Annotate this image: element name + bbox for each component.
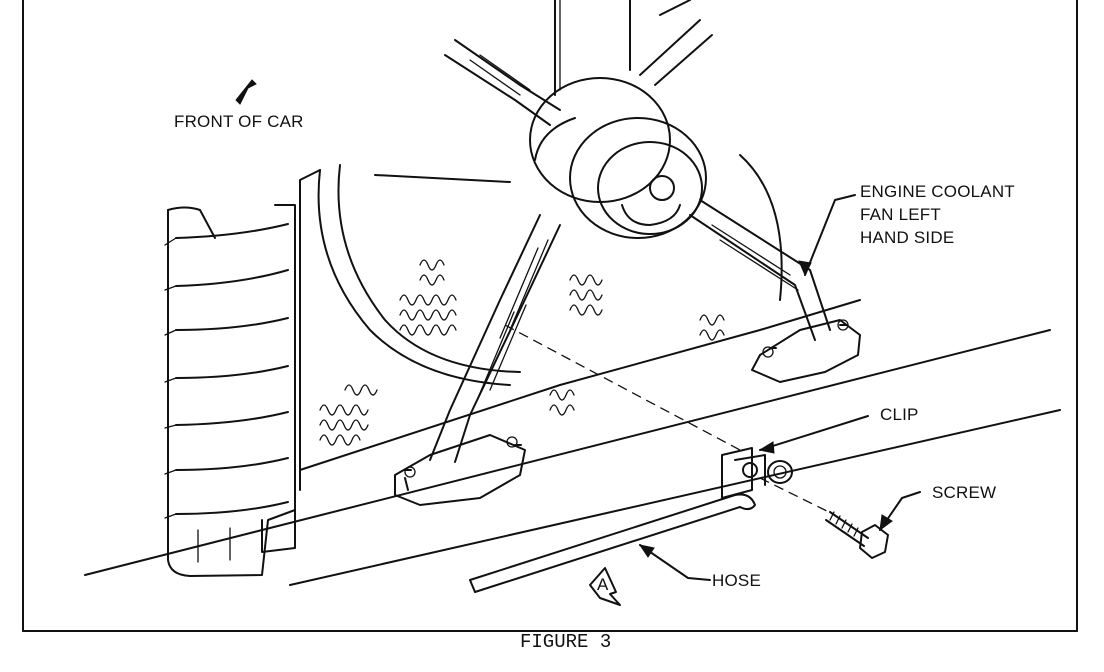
- alignment-lines: [504, 324, 836, 516]
- floor-lines: [84, 329, 1061, 586]
- hose: [469, 493, 756, 593]
- view-marker-label: A: [597, 575, 609, 594]
- screw: [825, 511, 889, 559]
- fan-bracket: [429, 0, 831, 463]
- core-fins: [319, 259, 725, 446]
- fan-motor: [529, 77, 707, 239]
- arrow-icon: [235, 79, 257, 105]
- leader-lines: [638, 194, 921, 581]
- radiator: [164, 204, 296, 577]
- hose-label: HOSE: [712, 571, 761, 590]
- figure-caption: FIGURE 3: [520, 631, 611, 653]
- front-of-car-label: FRONT OF CAR: [174, 112, 304, 131]
- fan-label-line3: HAND SIDE: [860, 228, 954, 247]
- hose-clip: [721, 447, 793, 499]
- figure-frame: [22, 0, 1078, 632]
- fan-shroud: [299, 0, 861, 491]
- fan-label-line2: FAN LEFT: [860, 205, 941, 224]
- clip-label: CLIP: [880, 405, 919, 424]
- fan-label-line1: ENGINE COOLANT: [860, 182, 1015, 201]
- view-arrow-icon: A: [589, 567, 621, 606]
- screw-label: SCREW: [932, 483, 996, 502]
- mount-feet: [394, 319, 861, 506]
